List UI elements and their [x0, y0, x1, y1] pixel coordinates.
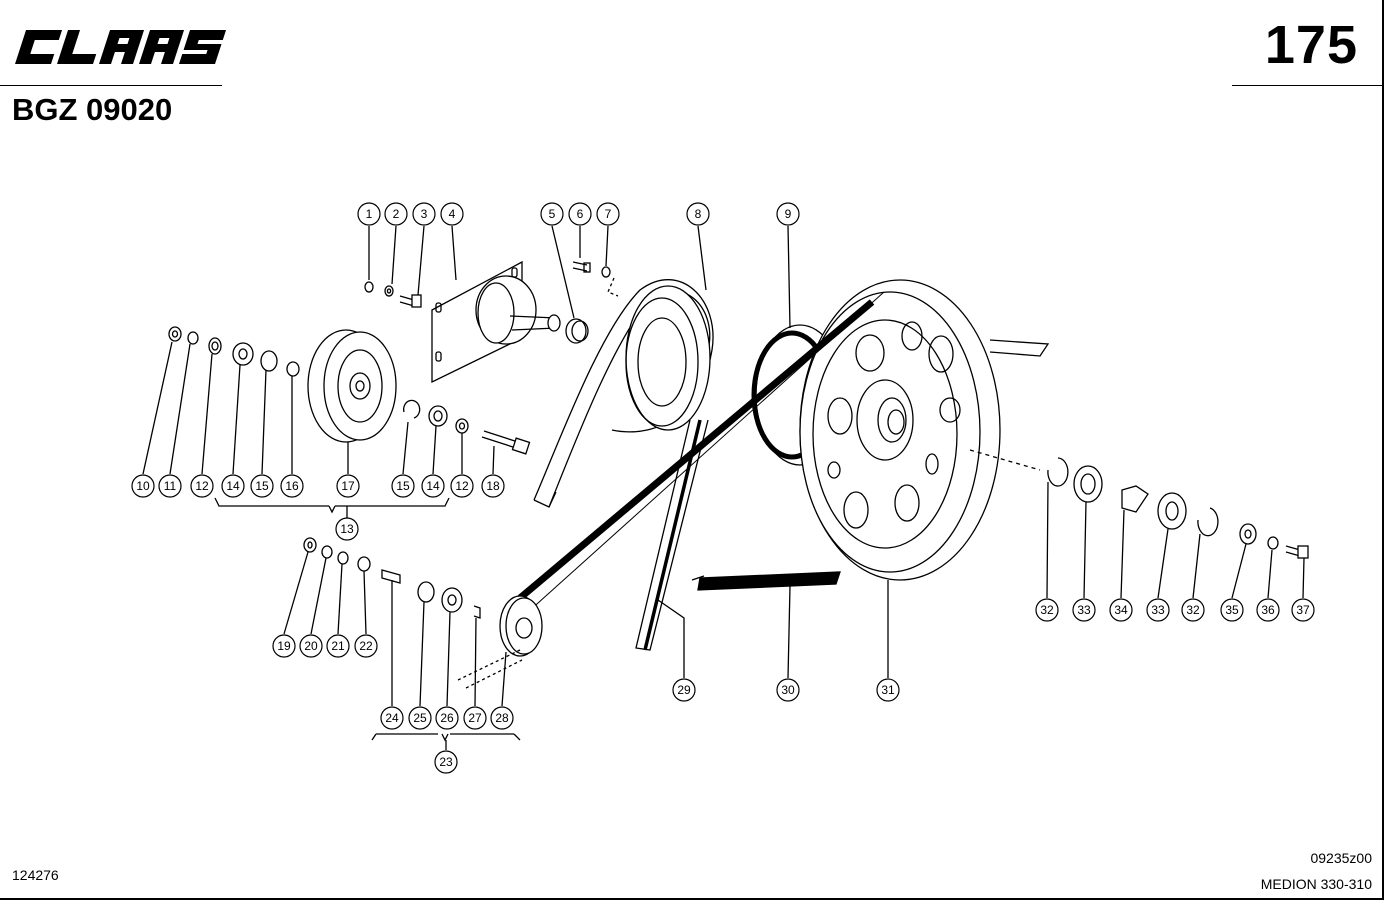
svg-text:16: 16 — [285, 479, 299, 493]
callout-6: 6 — [568, 202, 592, 226]
svg-text:3: 3 — [421, 207, 428, 221]
callout-9: 9 — [776, 202, 800, 226]
callout-32: 32 — [1035, 598, 1059, 622]
svg-text:31: 31 — [881, 683, 895, 697]
callout-34: 34 — [1109, 598, 1133, 622]
svg-text:24: 24 — [385, 711, 399, 725]
callout-25: 25 — [408, 706, 432, 730]
svg-text:17: 17 — [341, 479, 355, 493]
svg-text:32: 32 — [1040, 603, 1054, 617]
callout-3: 3 — [412, 202, 436, 226]
svg-text:8: 8 — [695, 207, 702, 221]
svg-text:32: 32 — [1186, 603, 1200, 617]
callout-5: 5 — [540, 202, 564, 226]
svg-text:30: 30 — [781, 683, 795, 697]
svg-text:19: 19 — [277, 639, 291, 653]
callout-4: 4 — [440, 202, 464, 226]
callout-14: 14 — [221, 474, 245, 498]
callout-15b: 15 — [391, 474, 415, 498]
header-rule-right — [1232, 85, 1384, 86]
callout-20: 20 — [299, 634, 323, 658]
callout-17: 17 — [336, 474, 360, 498]
callout-8: 8 — [686, 202, 710, 226]
page-number: 175 — [1264, 15, 1358, 75]
callout-12: 12 — [190, 474, 214, 498]
svg-text:36: 36 — [1261, 603, 1275, 617]
callout-32b: 32 — [1181, 598, 1205, 622]
callout-29: 29 — [672, 678, 696, 702]
callout-2: 2 — [384, 202, 408, 226]
callout-36: 36 — [1256, 598, 1280, 622]
svg-text:35: 35 — [1225, 603, 1239, 617]
svg-text:28: 28 — [495, 711, 509, 725]
svg-text:1: 1 — [366, 207, 373, 221]
svg-text:22: 22 — [359, 639, 373, 653]
callout-13: 13 — [335, 517, 359, 541]
svg-text:4: 4 — [449, 207, 456, 221]
header-rule-left — [0, 85, 222, 86]
mounting-plate — [431, 260, 561, 384]
svg-text:10: 10 — [136, 479, 150, 493]
svg-text:15: 15 — [255, 479, 269, 493]
svg-text:33: 33 — [1077, 603, 1091, 617]
callout-1: 1 — [357, 202, 381, 226]
callout-15: 15 — [250, 474, 274, 498]
callout-22: 22 — [354, 634, 378, 658]
callout-16: 16 — [280, 474, 304, 498]
svg-text:13: 13 — [340, 522, 354, 536]
callout-27: 27 — [463, 706, 487, 730]
svg-text:21: 21 — [331, 639, 345, 653]
svg-text:18: 18 — [486, 479, 500, 493]
svg-text:15: 15 — [396, 479, 410, 493]
callout-30: 30 — [776, 678, 800, 702]
svg-text:20: 20 — [304, 639, 318, 653]
callout-37: 37 — [1291, 598, 1315, 622]
svg-text:27: 27 — [468, 711, 482, 725]
callout-10: 10 — [131, 474, 155, 498]
callout-24: 24 — [380, 706, 404, 730]
callout-11: 11 — [158, 474, 182, 498]
svg-text:9: 9 — [785, 207, 792, 221]
svg-text:33: 33 — [1151, 603, 1165, 617]
svg-text:37: 37 — [1296, 603, 1310, 617]
svg-text:26: 26 — [440, 711, 454, 725]
svg-text:11: 11 — [164, 479, 177, 493]
callout-19: 19 — [272, 634, 296, 658]
callout-33b: 33 — [1146, 598, 1170, 622]
svg-text:23: 23 — [439, 755, 453, 769]
callout-12b: 12 — [450, 474, 474, 498]
svg-text:25: 25 — [413, 711, 427, 725]
svg-text:5: 5 — [549, 207, 556, 221]
callout-18: 18 — [481, 474, 505, 498]
callout-33: 33 — [1072, 598, 1096, 622]
document-code: BGZ 09020 — [12, 92, 173, 127]
callout-21: 21 — [326, 634, 350, 658]
callout-23: 23 — [434, 750, 458, 774]
svg-text:34: 34 — [1114, 603, 1128, 617]
svg-text:29: 29 — [677, 683, 691, 697]
callout-26: 26 — [435, 706, 459, 730]
callout-14b: 14 — [421, 474, 445, 498]
svg-text:12: 12 — [195, 479, 209, 493]
callout-31: 31 — [876, 678, 900, 702]
claas-logo — [15, 30, 227, 64]
svg-text:6: 6 — [577, 207, 584, 221]
callout-28: 28 — [490, 706, 514, 730]
svg-text:12: 12 — [455, 479, 469, 493]
svg-text:14: 14 — [226, 479, 240, 493]
image-id: 124276 — [12, 867, 59, 883]
svg-text:2: 2 — [393, 207, 400, 221]
model-name: MEDION 330-310 — [1260, 876, 1372, 892]
callout-35: 35 — [1220, 598, 1244, 622]
svg-text:7: 7 — [605, 207, 612, 221]
drawing-reference: 09235z00 — [1310, 850, 1372, 866]
callout-7: 7 — [596, 202, 620, 226]
svg-text:14: 14 — [426, 479, 440, 493]
